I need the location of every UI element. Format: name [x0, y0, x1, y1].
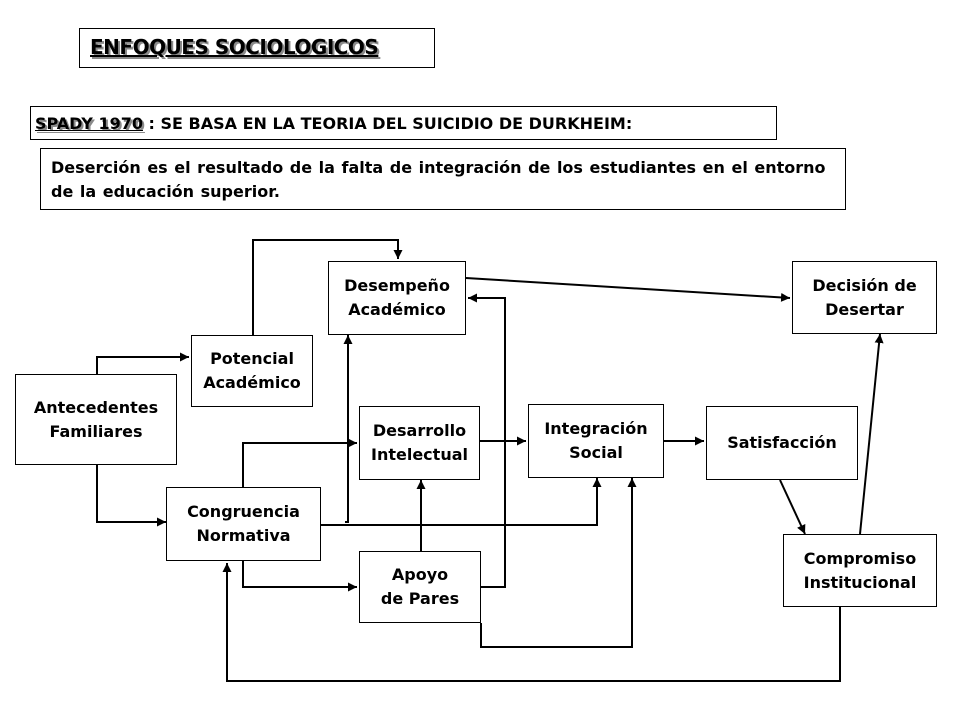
arrow-apoyo-desempeno [468, 293, 506, 588]
arrow-congruencia-apoyo [242, 561, 357, 592]
theory-author: SPADY 1970 [35, 114, 143, 133]
node-desarrollo-intelectual: Desarrollo Intelectual [359, 406, 480, 480]
node-antecedentes-familiares: Antecedentes Familiares [15, 374, 177, 465]
node-satisfaccion: Satisfacción [706, 406, 858, 480]
definition-box: Deserción es el resultado de la falta de… [40, 148, 846, 210]
arrow-congruencia-desempeno [343, 335, 353, 523]
node-decision-desertar: Decisión de Desertar [792, 261, 937, 334]
node-apoyo-de-pares: Apoyo de Pares [359, 551, 481, 623]
theory-line: SPADY 1970 : SE BASA EN LA TEORIA DEL SU… [35, 114, 632, 133]
theory-text: : SE BASA EN LA TEORIA DEL SUICIDIO DE D… [142, 114, 633, 133]
node-integracion-social: Integración Social [528, 404, 664, 478]
arrow-congruencia-integracion [321, 478, 602, 526]
node-compromiso-institucional: Compromiso Institucional [783, 534, 937, 607]
node-desempeno-academico: Desempeño Académico [328, 261, 466, 335]
arrow-compromiso-decision [859, 333, 884, 535]
theory-box: SPADY 1970 : SE BASA EN LA TEORIA DEL SU… [30, 106, 777, 140]
node-congruencia-normativa: Congruencia Normativa [166, 487, 321, 561]
arrow-compromiso-congruencia [222, 563, 841, 682]
page-title: ENFOQUES SOCIOLOGICOS [90, 35, 379, 59]
arrow-antecedentes-congruencia [96, 465, 166, 527]
arrow-potencial-desempeno [252, 239, 403, 335]
arrow-antecedentes-potencial [96, 352, 189, 374]
node-potencial-academico: Potencial Académico [191, 335, 313, 407]
arrow-desempeno-decision [465, 277, 791, 302]
arrow-apoyo-integracion [480, 478, 637, 648]
title-box: ENFOQUES SOCIOLOGICOS [79, 28, 435, 68]
arrow-congruencia-desarrollo [242, 438, 357, 487]
arrow-satisfaccion-compromiso [779, 479, 806, 535]
definition-text: Deserción es el resultado de la falta de… [51, 158, 826, 201]
